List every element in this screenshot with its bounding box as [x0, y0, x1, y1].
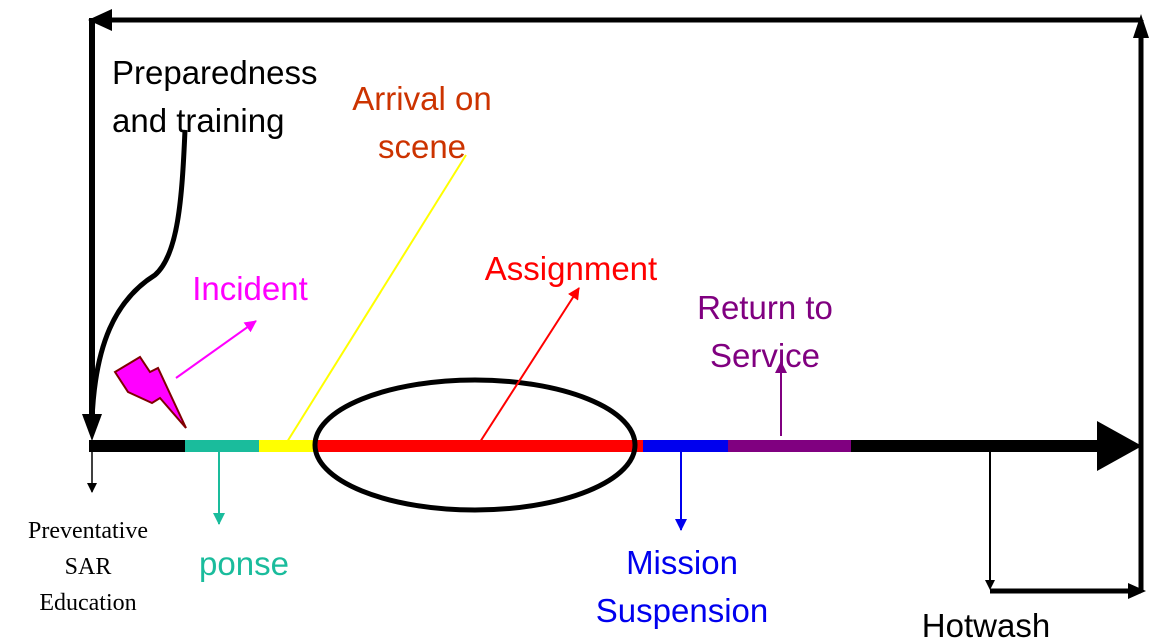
feedback-loop — [82, 9, 1149, 599]
assignment-ellipse — [312, 377, 638, 513]
assignment-arrow — [479, 287, 580, 443]
incident-arrow — [175, 320, 257, 379]
hotwash-drop-arrowhead — [985, 580, 995, 590]
loop-right-arrowhead — [1133, 14, 1149, 38]
mission-segment — [643, 440, 728, 452]
timeline-end-segment — [851, 440, 1103, 452]
timeline-arrowhead — [1097, 421, 1142, 471]
lightning-bolt-icon — [113, 355, 187, 429]
arrival-label-line1: Arrival on — [352, 80, 491, 117]
return-label-line1: Return to — [697, 289, 833, 326]
preparedness-curve — [89, 129, 188, 421]
arrival-label-line2: scene — [378, 128, 466, 165]
preventative-label-line3: Education — [39, 590, 136, 616]
incident-label: Incident — [192, 270, 308, 307]
return-segment — [728, 440, 851, 452]
preparedness-label-line1: Preparedness — [112, 54, 317, 91]
mission-label-line1: Mission — [626, 544, 738, 581]
labels: Preparedness and training Arrival on sce… — [28, 54, 1050, 641]
mission-label-line2: Suspension — [596, 592, 768, 629]
assignment-segment — [316, 440, 643, 452]
hotwash-bottom-arrowhead — [1128, 583, 1146, 599]
assignment-label: Assignment — [485, 250, 657, 287]
loop-left-arrowhead — [82, 414, 102, 441]
loop-top-arrowhead — [88, 9, 112, 31]
preventative-label-line2: SAR — [65, 554, 112, 580]
hotwash-label: Hotwash — [922, 607, 1050, 641]
timeline — [89, 421, 1142, 471]
return-label-line2: Service — [710, 337, 820, 374]
response-label: ponse — [199, 545, 289, 582]
arrival-segment — [259, 440, 316, 452]
arrival-line — [286, 154, 467, 443]
timeline-start-segment — [89, 440, 185, 452]
timeline-arrows — [87, 154, 787, 531]
preventative-label-line1: Preventative — [28, 518, 148, 544]
response-segment — [185, 440, 259, 452]
preparedness-label-line2: and training — [112, 102, 284, 139]
